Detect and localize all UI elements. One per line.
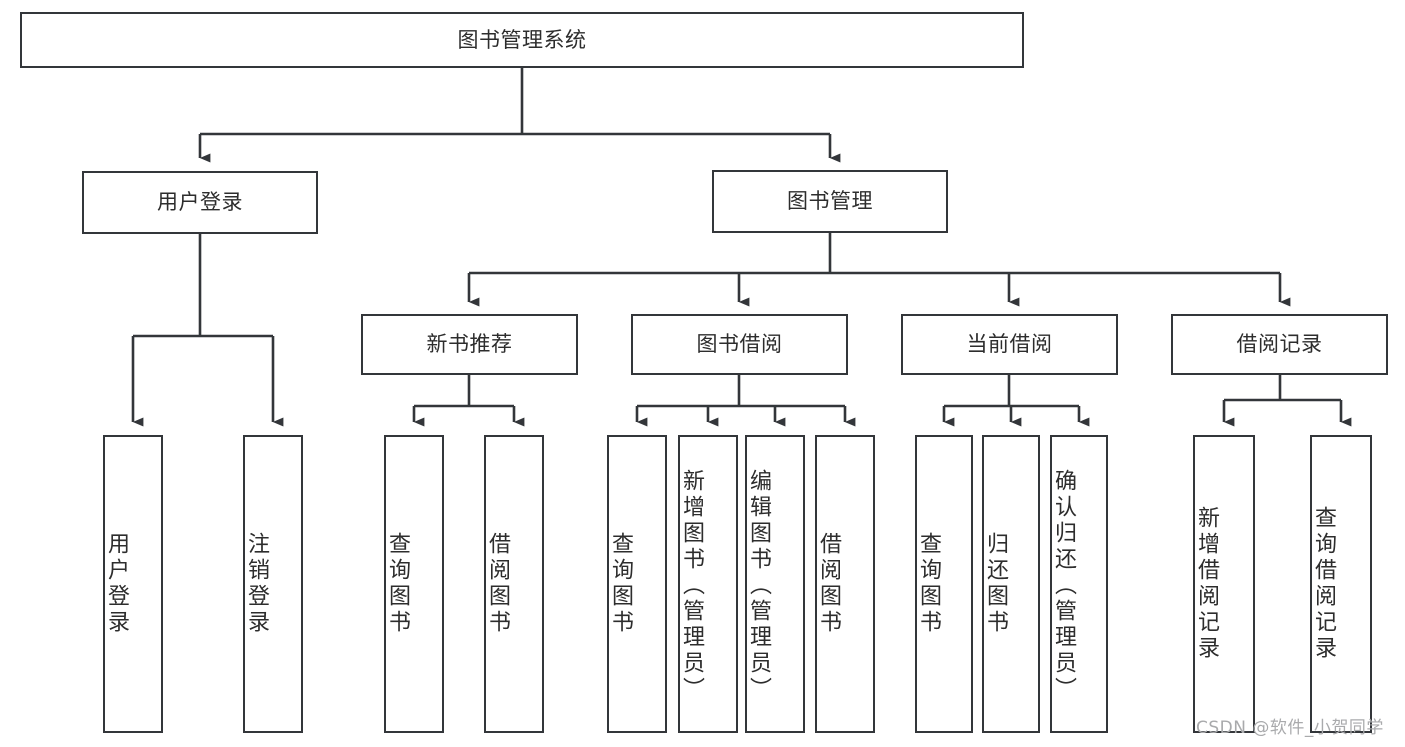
node-user-login[interactable]: 用户登录 [82, 171, 318, 234]
leaf-return-book-label: 归还图书 [983, 532, 1008, 636]
node-user-login-label: 用户登录 [157, 190, 243, 215]
leaf-add-record[interactable]: 新增借阅记录 [1193, 435, 1255, 733]
leaf-return-book[interactable]: 归还图书 [982, 435, 1040, 733]
leaf-edit-book[interactable]: 编辑图书（管理员） [745, 435, 805, 733]
leaf-edit-book-label: 编辑图书（管理员） [746, 469, 771, 703]
leaf-query-book-2-label: 查询图书 [608, 532, 633, 636]
watermark: CSDN @软件_小贺同学 [1196, 718, 1384, 738]
node-root[interactable]: 图书管理系统 [20, 12, 1024, 68]
leaf-user-login-label: 用户登录 [104, 532, 129, 636]
leaf-query-record-label: 查询借阅记录 [1311, 506, 1336, 662]
leaf-query-book-2[interactable]: 查询图书 [607, 435, 667, 733]
node-book-management-label: 图书管理 [787, 189, 873, 214]
leaf-user-login[interactable]: 用户登录 [103, 435, 163, 733]
node-book-borrow-label: 图书借阅 [696, 332, 783, 357]
leaf-add-book[interactable]: 新增图书（管理员） [678, 435, 738, 733]
node-root-label: 图书管理系统 [457, 27, 587, 52]
leaf-query-book-3-label: 查询图书 [916, 532, 941, 636]
leaf-add-record-label: 新增借阅记录 [1194, 506, 1219, 662]
leaf-borrow-book-1-label: 借阅图书 [485, 532, 510, 636]
node-new-book-recommend[interactable]: 新书推荐 [361, 314, 578, 375]
leaf-confirm-return[interactable]: 确认归还（管理员） [1050, 435, 1108, 733]
leaf-logout-login-label: 注销登录 [244, 532, 269, 636]
node-borrow-record[interactable]: 借阅记录 [1171, 314, 1388, 375]
leaf-query-book-1-label: 查询图书 [385, 532, 410, 636]
node-current-borrow[interactable]: 当前借阅 [901, 314, 1118, 375]
leaf-query-book-3[interactable]: 查询图书 [915, 435, 973, 733]
leaf-query-book-1[interactable]: 查询图书 [384, 435, 444, 733]
leaf-borrow-book-2[interactable]: 借阅图书 [815, 435, 875, 733]
node-borrow-record-label: 借阅记录 [1236, 332, 1323, 357]
leaf-add-book-label: 新增图书（管理员） [679, 469, 704, 703]
leaf-logout-login[interactable]: 注销登录 [243, 435, 303, 733]
leaf-borrow-book-1[interactable]: 借阅图书 [484, 435, 544, 733]
leaf-borrow-book-2-label: 借阅图书 [816, 532, 841, 636]
node-new-book-recommend-label: 新书推荐 [426, 332, 513, 357]
leaf-confirm-return-label: 确认归还（管理员） [1051, 469, 1076, 703]
node-book-management[interactable]: 图书管理 [712, 170, 948, 233]
node-book-borrow[interactable]: 图书借阅 [631, 314, 848, 375]
node-current-borrow-label: 当前借阅 [966, 332, 1053, 357]
leaf-query-record[interactable]: 查询借阅记录 [1310, 435, 1372, 733]
